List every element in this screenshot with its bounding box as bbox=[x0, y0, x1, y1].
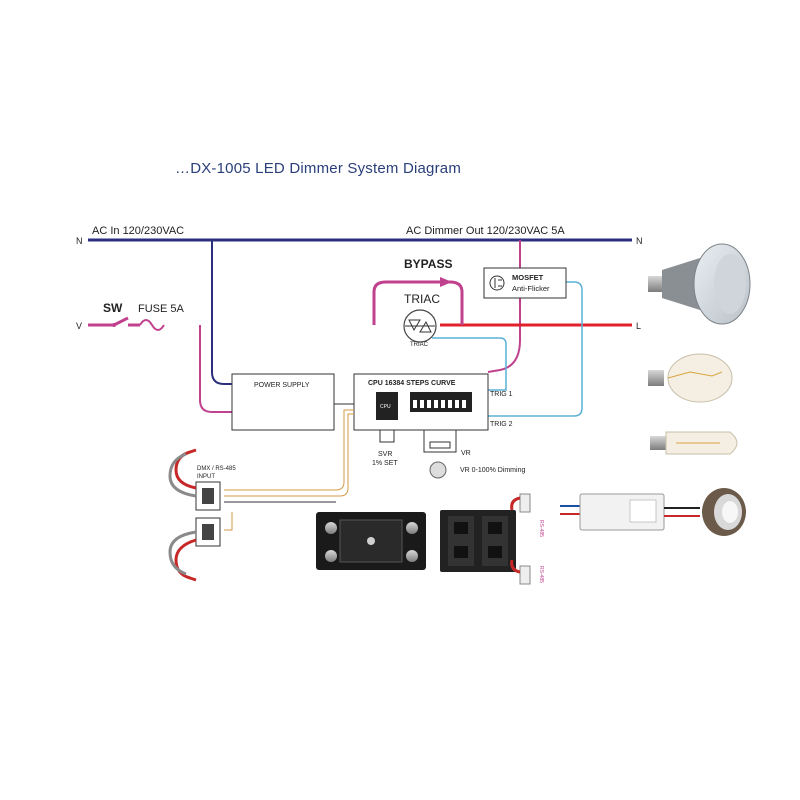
vr-knob-icon bbox=[429, 461, 447, 479]
bypass-label: BYPASS bbox=[404, 257, 452, 271]
diagram-title: …DX-1005 LED Dimmer System Diagram bbox=[175, 160, 462, 177]
svr-icon bbox=[379, 430, 395, 443]
dmx-wire-1 bbox=[224, 409, 354, 491]
rs485-connector-top bbox=[510, 493, 531, 513]
switch-contact-icon bbox=[112, 323, 116, 327]
power-supply-block bbox=[231, 373, 335, 431]
bypass-arrow-icon bbox=[440, 277, 452, 287]
dimmer-module bbox=[316, 512, 426, 570]
trig2-label: TRIG 2 bbox=[490, 421, 513, 428]
power-supply-label: POWER SUPPLY bbox=[254, 382, 310, 389]
trig1-wire bbox=[432, 337, 507, 391]
rs485-label-bottom: RS-485 bbox=[538, 566, 544, 583]
triac-label: TRIAC bbox=[404, 292, 440, 306]
dmx-connector-bottom bbox=[168, 517, 221, 582]
cpu-label: CPU 16384 STEPS CURVE bbox=[368, 380, 456, 387]
vr-label: VR bbox=[461, 450, 471, 457]
downlight-icon bbox=[702, 488, 746, 536]
fuse-label: FUSE 5A bbox=[138, 303, 185, 315]
trig1-label: TRIG 1 bbox=[490, 391, 513, 398]
dmx-label: DMX / RS-485 bbox=[197, 466, 236, 472]
switch-label: SW bbox=[103, 301, 123, 315]
svr-label: SVR bbox=[378, 451, 392, 458]
neutral-line bbox=[88, 238, 632, 385]
cpu-chip-label: CPU bbox=[380, 404, 391, 410]
dmx-input-label: INPUT bbox=[197, 474, 215, 480]
din-module bbox=[440, 510, 516, 572]
l-right-label: L bbox=[636, 321, 641, 331]
mosfet-block bbox=[483, 267, 567, 299]
triac-icon bbox=[403, 309, 437, 343]
ac-out-label: AC Dimmer Out 120/230VAC 5A bbox=[406, 225, 565, 237]
par-bulb-icon bbox=[648, 243, 751, 325]
ac-in-label: AC In 120/230VAC bbox=[92, 225, 184, 237]
dmx-wire-4 bbox=[224, 512, 233, 531]
vr-desc-label: VR 0-100% Dimming bbox=[460, 467, 525, 474]
dmx-connector-top bbox=[168, 448, 221, 511]
svr-sublabel: 1% SET bbox=[372, 460, 398, 467]
bypass-wire bbox=[372, 280, 464, 325]
n-right-label: N bbox=[636, 236, 643, 246]
trig2-wire bbox=[488, 281, 583, 417]
rs485-label-top: RS-485 bbox=[538, 520, 544, 537]
led-driver bbox=[560, 493, 700, 531]
live-line bbox=[88, 316, 632, 413]
vr-wire bbox=[423, 430, 457, 453]
candle-bulb-icon bbox=[650, 431, 738, 455]
a19-bulb-icon bbox=[648, 353, 733, 403]
mosfet-label: MOSFET bbox=[512, 273, 544, 282]
triac-small-label: TRIAC bbox=[410, 342, 429, 348]
cpu-block bbox=[353, 373, 489, 431]
n-left-label: N bbox=[76, 236, 83, 246]
vr-resistor-icon bbox=[429, 441, 451, 449]
rs485-connector-bottom bbox=[510, 559, 531, 585]
l-left-label: V bbox=[76, 321, 82, 331]
mosfet-sublabel: Anti-Flicker bbox=[512, 284, 550, 293]
dmx-wire-2 bbox=[224, 413, 354, 497]
